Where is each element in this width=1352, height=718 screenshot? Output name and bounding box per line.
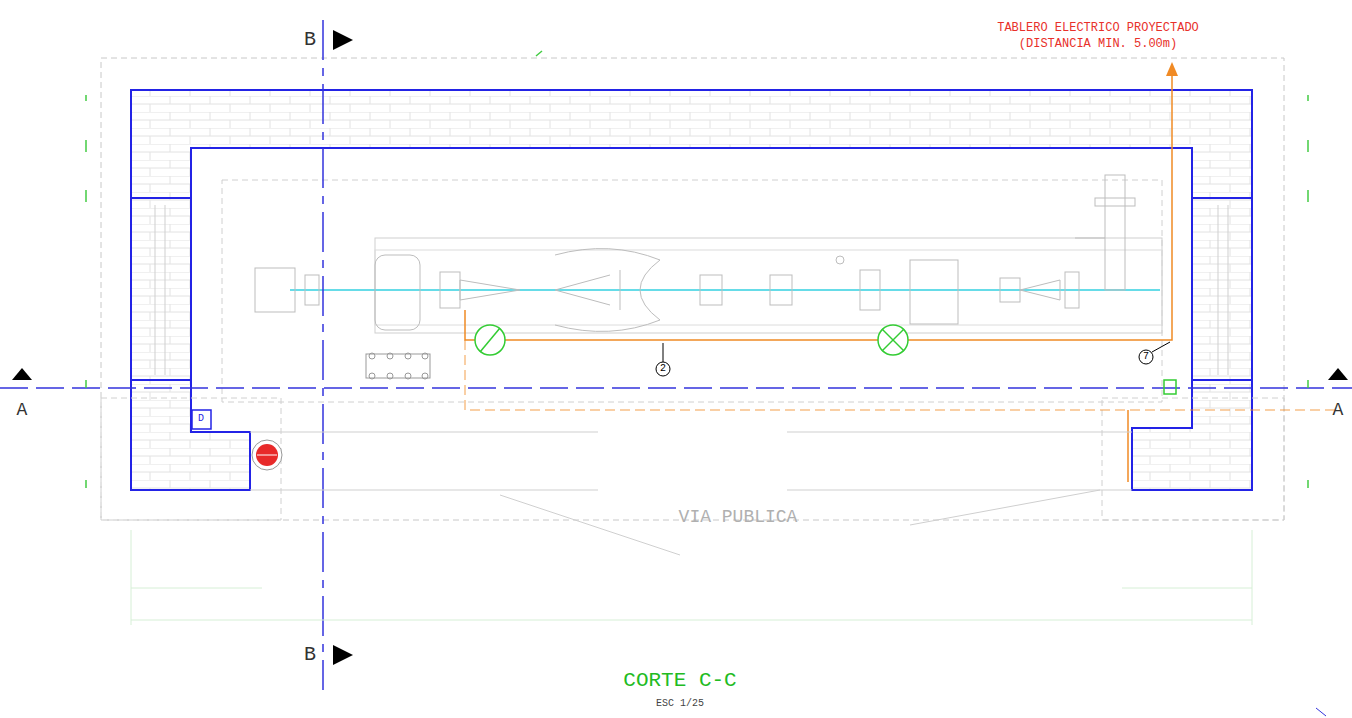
symbol-letter: D: [198, 414, 204, 424]
callout-number: 2: [660, 364, 666, 374]
drawing-title: CORTE C-C: [623, 670, 736, 691]
street-label: VIA PUBLICA: [679, 508, 798, 526]
section-mark: B: [304, 30, 316, 50]
note-text: (DISTANCIA MIN. 5.00m): [1019, 38, 1177, 50]
note-text: TABLERO ELECTRICO PROYECTADO: [997, 22, 1199, 34]
callout-number: 7: [1143, 352, 1149, 362]
section-mark: A: [1333, 401, 1344, 419]
scale-text: ESC 1/25: [656, 699, 704, 709]
section-mark: B: [304, 645, 316, 665]
section-mark: A: [17, 401, 28, 419]
